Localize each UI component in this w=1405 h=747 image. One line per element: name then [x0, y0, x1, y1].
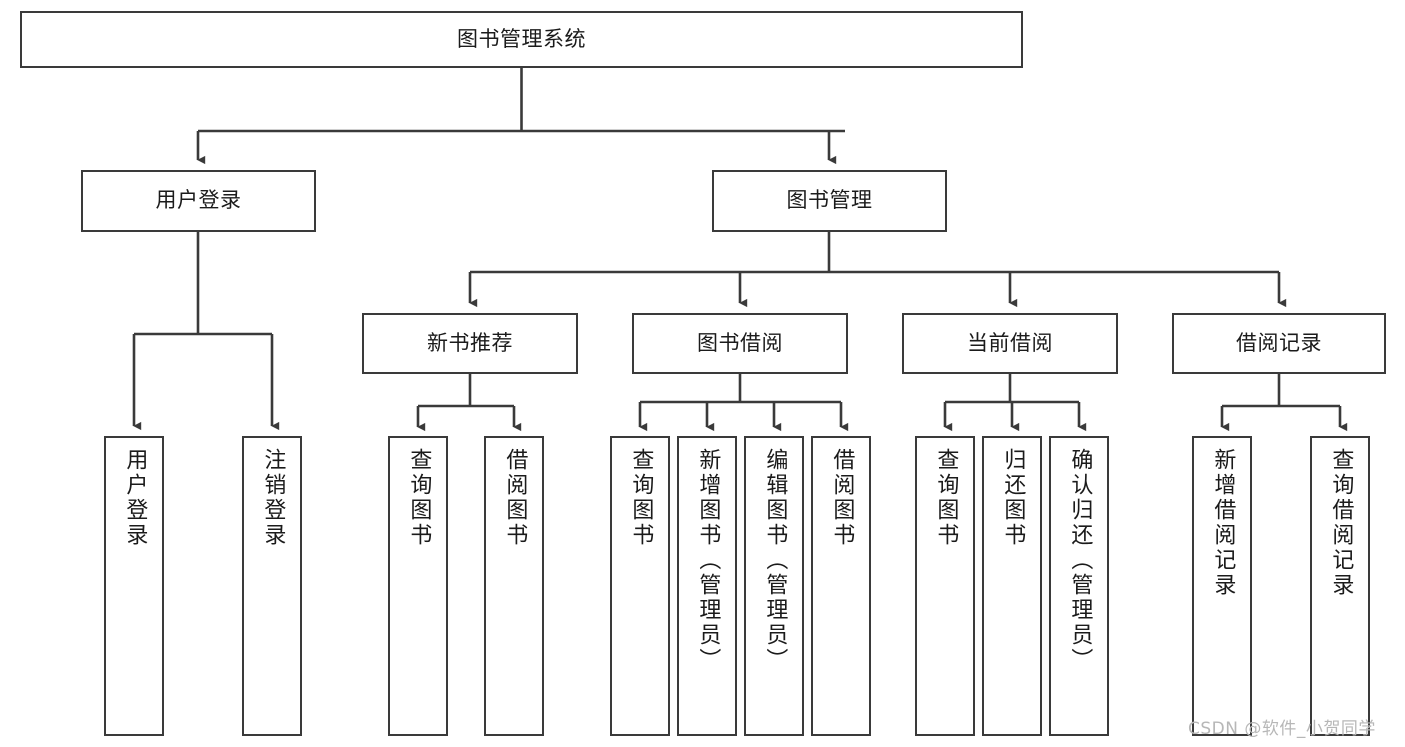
leaf-borrow-book[interactable]: 借阅图书: [811, 436, 871, 736]
node-borrow-record[interactable]: 借阅记录: [1172, 313, 1386, 374]
leaf-return-book[interactable]: 归还图书: [982, 436, 1042, 736]
leaf-user-login[interactable]: 用户登录: [104, 436, 164, 736]
leaf-borrow-book-recommend[interactable]: 借阅图书: [484, 436, 544, 736]
leaf-query-book-recommend[interactable]: 查询图书: [388, 436, 448, 736]
node-new-book-recommend-label: 新书推荐: [427, 330, 513, 355]
leaf-query-borrow-record-label: 查询借阅记录: [1328, 448, 1354, 598]
leaf-query-borrow-record[interactable]: 查询借阅记录: [1310, 436, 1370, 736]
leaf-confirm-return-admin-label: 确认归还（管理员）: [1067, 448, 1093, 673]
leaf-query-book-recommend-label: 查询图书: [406, 448, 432, 548]
leaf-edit-book-admin[interactable]: 编辑图书（管理员）: [744, 436, 804, 736]
leaf-add-book-admin-label: 新增图书（管理员）: [695, 448, 721, 673]
node-new-book-recommend[interactable]: 新书推荐: [362, 313, 578, 374]
node-current-borrow[interactable]: 当前借阅: [902, 313, 1118, 374]
node-user-login[interactable]: 用户登录: [81, 170, 316, 232]
leaf-add-book-admin[interactable]: 新增图书（管理员）: [677, 436, 737, 736]
node-root-system-label: 图书管理系统: [457, 26, 586, 51]
node-user-login-label: 用户登录: [155, 188, 242, 213]
leaf-borrow-book-label: 借阅图书: [829, 448, 855, 548]
leaf-user-login-label: 用户登录: [122, 448, 148, 548]
node-borrow-record-label: 借阅记录: [1236, 330, 1322, 355]
leaf-confirm-return-admin[interactable]: 确认归还（管理员）: [1049, 436, 1109, 736]
leaf-query-book-current-label: 查询图书: [933, 448, 959, 548]
leaf-add-borrow-record-label: 新增借阅记录: [1210, 448, 1236, 598]
node-book-management[interactable]: 图书管理: [712, 170, 947, 232]
leaf-query-book-current[interactable]: 查询图书: [915, 436, 975, 736]
leaf-query-book-borrow-label: 查询图书: [628, 448, 654, 548]
leaf-edit-book-admin-label: 编辑图书（管理员）: [762, 448, 788, 673]
node-root-system[interactable]: 图书管理系统: [20, 11, 1023, 68]
node-book-borrow[interactable]: 图书借阅: [632, 313, 848, 374]
node-book-borrow-label: 图书借阅: [697, 330, 783, 355]
node-current-borrow-label: 当前借阅: [967, 330, 1053, 355]
node-book-management-label: 图书管理: [786, 188, 873, 213]
leaf-query-book-borrow[interactable]: 查询图书: [610, 436, 670, 736]
leaf-logout-label: 注销登录: [260, 448, 286, 548]
leaf-add-borrow-record[interactable]: 新增借阅记录: [1192, 436, 1252, 736]
leaf-logout[interactable]: 注销登录: [242, 436, 302, 736]
leaf-return-book-label: 归还图书: [1000, 448, 1026, 548]
watermark-text: CSDN @软件_小贺同学: [1188, 719, 1376, 739]
leaf-borrow-book-recommend-label: 借阅图书: [502, 448, 528, 548]
